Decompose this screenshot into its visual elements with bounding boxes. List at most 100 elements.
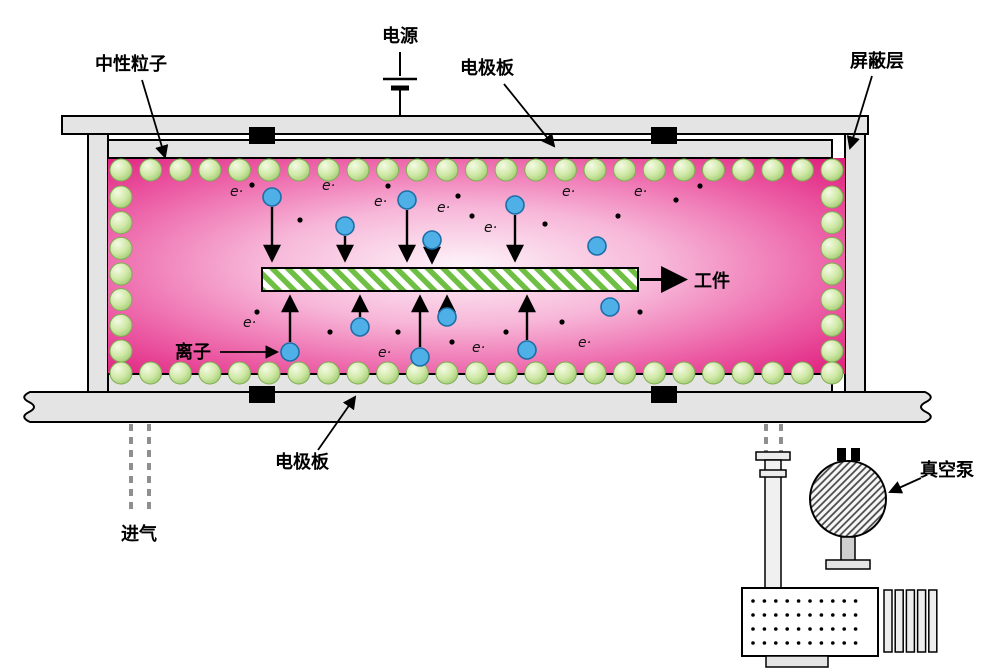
neutral-particle (820, 262, 844, 286)
neutral-particle (583, 158, 607, 182)
plasma-dots-layer (249, 182, 703, 345)
ion-particle (422, 230, 442, 250)
neutral-particle (790, 158, 814, 182)
plasma-dot (542, 221, 548, 227)
ion-particle (517, 340, 537, 360)
plasma-dot (673, 197, 679, 203)
neutral-particle (731, 361, 755, 385)
neutral-particles-label: 中性粒子 (95, 53, 167, 75)
pump-dot (774, 627, 778, 631)
pump-dot (762, 613, 767, 617)
neutral-particle (376, 158, 400, 182)
workpiece-assembly: 工件 (261, 266, 730, 293)
electrode-top-label: 电极板 (460, 57, 515, 79)
pump-body-dots (751, 599, 858, 645)
neutral-particle (109, 236, 133, 260)
neutral-particle (109, 262, 133, 286)
electron-marker: e· (322, 178, 335, 194)
pump-dot (808, 641, 812, 645)
pump-dot (751, 613, 755, 617)
electrode-bottom-label: 电极板 (275, 451, 330, 473)
ion-particle (587, 236, 607, 256)
ion-particle (505, 195, 525, 215)
vacuum-pump-leader (888, 477, 922, 494)
neutral-particle (168, 361, 192, 385)
plasma-dot (327, 329, 333, 335)
plasma-dot (559, 319, 565, 325)
insulator-block (651, 386, 677, 403)
neutral-particle (761, 158, 785, 182)
pump-dot (831, 613, 835, 617)
neutral-particle (820, 236, 844, 260)
plasma-dot (637, 309, 643, 315)
neutral-particle (435, 158, 459, 182)
neutral-particle (761, 361, 785, 385)
pump-rib (905, 589, 916, 653)
gas-inlet-label: 进气 (121, 523, 157, 545)
workpiece-label: 工件 (694, 270, 730, 292)
electron-marker: e· (378, 345, 391, 361)
neutral-particle (139, 158, 163, 182)
pump-column (764, 459, 782, 589)
pump-rib (916, 589, 927, 653)
ion-particle (600, 297, 620, 317)
plasma-dot (697, 183, 703, 189)
pump-dot (762, 627, 767, 631)
neutral-particle (405, 158, 429, 182)
motor-stand (840, 536, 856, 562)
electron-marker: e· (437, 200, 450, 216)
pump-dot (796, 641, 801, 645)
pump-rib (928, 589, 938, 653)
neutral-particle (109, 211, 133, 235)
pump-dot (842, 641, 846, 645)
pump-flange (755, 451, 791, 461)
pump-dot (808, 613, 812, 617)
neutral-particle (257, 361, 281, 385)
pump-dot (751, 641, 755, 645)
support-bench (23, 391, 932, 423)
annotations: 中性粒子 电极板 屏蔽层 离子 电极板 真空泵 进气 (95, 51, 974, 545)
neutral-particle (109, 313, 133, 337)
shield-top-wall (61, 115, 869, 135)
pump-dot (819, 641, 824, 645)
neutral-particle (435, 361, 459, 385)
neutral-particle (820, 313, 844, 337)
power-label: 电源 (382, 25, 418, 47)
ion-particle (410, 347, 430, 367)
shield-left-wall (87, 133, 109, 393)
ion-particle (350, 317, 370, 337)
pump-dot (774, 599, 778, 603)
insulator-block (651, 127, 677, 144)
pump-dot (762, 641, 767, 645)
plasma-dot (449, 339, 455, 345)
pump-dot (785, 599, 789, 603)
ion-particle (397, 190, 417, 210)
pump-dot (853, 641, 858, 645)
neutral-particle (465, 158, 488, 182)
pump-dot (785, 613, 789, 617)
motor-terminal (837, 448, 846, 461)
pump-rib (894, 589, 904, 653)
ion-particle (262, 187, 282, 207)
electrode-top-leader (503, 83, 556, 148)
pump-dot (808, 627, 812, 631)
neutral-particle (672, 361, 696, 385)
neutral-particle (790, 361, 814, 385)
neutral-particle (465, 361, 488, 385)
neutral-particle (524, 361, 548, 385)
pump-dot (785, 641, 789, 645)
neutral-particle (553, 361, 577, 385)
pump-dot (819, 627, 824, 631)
electron-marker: e· (243, 315, 256, 331)
pump-dot (785, 627, 789, 631)
pump-foot (765, 655, 829, 668)
neutral-particle (613, 361, 637, 385)
pump-dot (808, 599, 812, 603)
electrons-layer: e·e·e·e·e·e·e·e·e·e·e· (230, 178, 647, 361)
neutral-particle (731, 158, 755, 182)
neutral-particles-leader (141, 79, 169, 159)
electron-marker: e· (578, 335, 591, 351)
shield-layer-label: 屏蔽层 (850, 51, 904, 72)
insulator-block (249, 127, 275, 144)
